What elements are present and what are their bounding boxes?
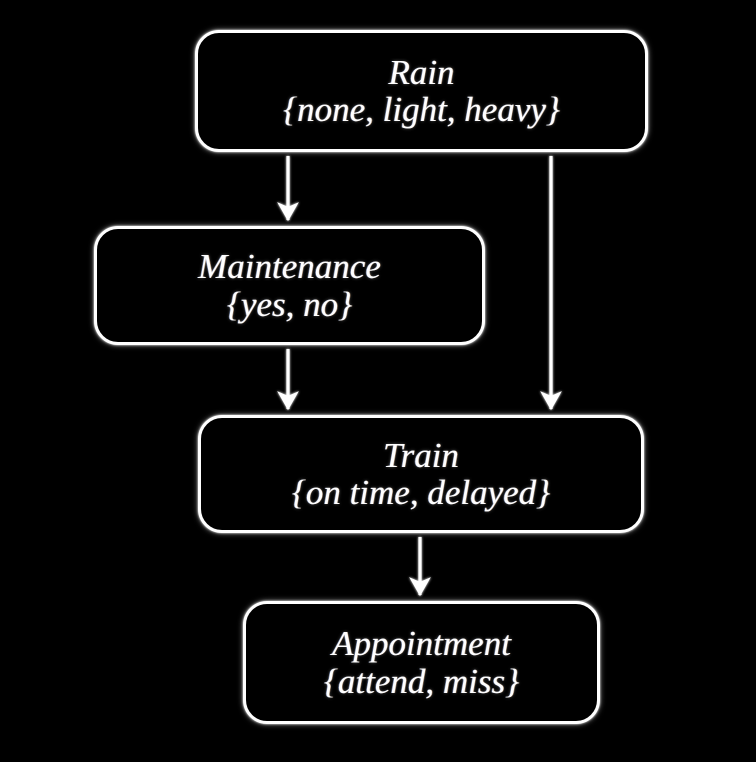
- node-appointment-label: Appointment: [332, 624, 511, 664]
- node-maintenance-states: {yes, no}: [226, 284, 353, 324]
- node-train-states: {on time, delayed}: [291, 473, 551, 512]
- node-train[interactable]: Train {on time, delayed}: [198, 415, 644, 533]
- node-train-label: Train: [383, 435, 459, 475]
- node-rain-label: Rain: [388, 52, 455, 92]
- node-rain[interactable]: Rain {none, light, heavy}: [195, 30, 648, 152]
- node-rain-states: {none, light, heavy}: [283, 90, 560, 129]
- node-appointment-states: {attend, miss}: [323, 661, 520, 701]
- node-maintenance[interactable]: Maintenance {yes, no}: [94, 226, 485, 345]
- node-appointment[interactable]: Appointment {attend, miss}: [243, 601, 600, 724]
- node-maintenance-label: Maintenance: [198, 247, 381, 287]
